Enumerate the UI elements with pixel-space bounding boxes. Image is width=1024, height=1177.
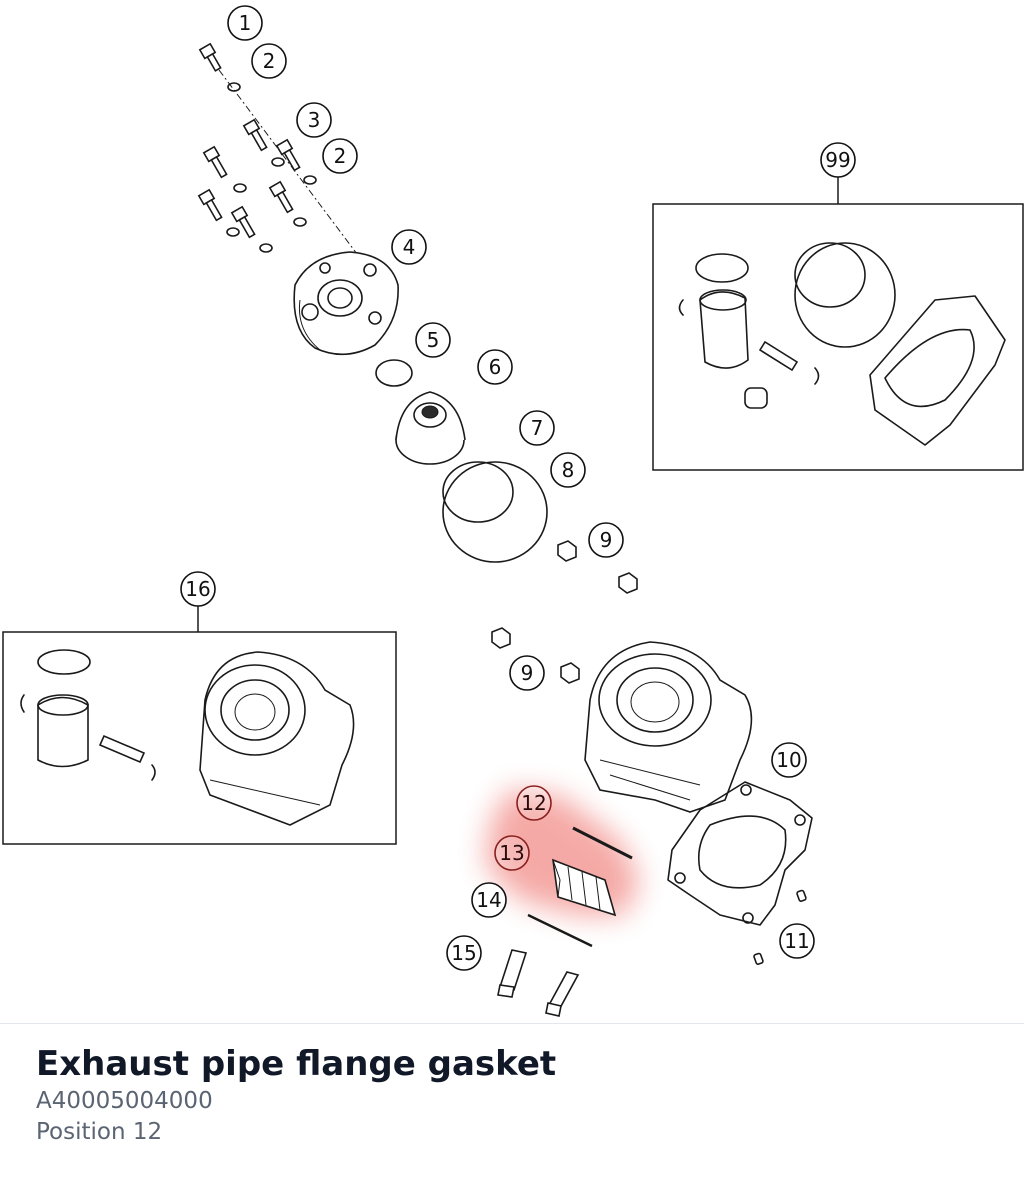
part-position: Position 12 — [36, 1119, 163, 1145]
callout-6[interactable]: 6 — [477, 349, 513, 385]
svg-text:11: 11 — [784, 929, 809, 953]
svg-text:1: 1 — [239, 11, 252, 35]
svg-text:99: 99 — [825, 148, 850, 172]
studs[interactable] — [497, 949, 580, 1017]
divider — [0, 1023, 1024, 1024]
callout-12[interactable]: 12 — [516, 785, 552, 821]
svg-text:14: 14 — [476, 888, 501, 912]
svg-text:7: 7 — [531, 416, 544, 440]
callout-16[interactable]: 16 — [180, 571, 216, 607]
callout-13[interactable]: 13 — [494, 835, 530, 871]
kit-box-16[interactable] — [2, 606, 397, 845]
washers[interactable] — [226, 82, 317, 253]
svg-text:4: 4 — [403, 235, 416, 259]
svg-text:13: 13 — [499, 841, 524, 865]
o-ring-large[interactable] — [442, 461, 548, 563]
exhaust-flange-gasket[interactable] — [572, 826, 633, 860]
callout-9a[interactable]: 9 — [588, 522, 624, 558]
cylinder-head[interactable] — [293, 251, 399, 356]
callout-7[interactable]: 7 — [519, 410, 555, 446]
exploded-parts-diagram: 1 2 3 2 4 5 6 7 8 9 9 10 11 12 13 14 15 … — [2, 5, 1024, 1017]
callout-11[interactable]: 11 — [779, 923, 815, 959]
nuts[interactable] — [491, 540, 638, 684]
svg-text:5: 5 — [427, 328, 440, 352]
exhaust-flange[interactable] — [552, 858, 617, 917]
callout-10[interactable]: 10 — [771, 742, 807, 778]
combustion-chamber-insert[interactable] — [395, 391, 466, 465]
kit-box-99[interactable] — [652, 177, 1024, 471]
exhaust-rod[interactable] — [527, 913, 593, 948]
callout-2a[interactable]: 2 — [251, 43, 287, 79]
callout-4[interactable]: 4 — [391, 229, 427, 265]
callout-99[interactable]: 99 — [820, 142, 856, 178]
svg-text:16: 16 — [185, 577, 210, 601]
part-number: A40005004000 — [36, 1088, 213, 1114]
part-title: Exhaust pipe flange gasket — [36, 1044, 557, 1084]
callout-5[interactable]: 5 — [415, 322, 451, 358]
cylinder-base-gasket[interactable] — [667, 781, 813, 926]
dowel-pins[interactable] — [753, 889, 807, 965]
svg-text:3: 3 — [308, 108, 321, 132]
svg-text:10: 10 — [776, 748, 801, 772]
callout-1[interactable]: 1 — [227, 5, 263, 41]
cylinder[interactable] — [584, 641, 753, 813]
svg-text:15: 15 — [451, 941, 476, 965]
svg-text:8: 8 — [562, 458, 575, 482]
callout-15[interactable]: 15 — [446, 935, 482, 971]
svg-text:12: 12 — [521, 791, 546, 815]
o-ring-small[interactable] — [442, 461, 514, 523]
callout-9b[interactable]: 9 — [509, 655, 545, 691]
svg-text:9: 9 — [521, 661, 534, 685]
svg-text:2: 2 — [263, 49, 276, 73]
callout-8[interactable]: 8 — [550, 452, 586, 488]
svg-text:6: 6 — [489, 355, 502, 379]
callout-3[interactable]: 3 — [296, 102, 332, 138]
cylinder-head-bolts[interactable] — [197, 42, 302, 239]
o-ring[interactable] — [375, 359, 413, 387]
callout-14[interactable]: 14 — [471, 882, 507, 918]
svg-text:9: 9 — [600, 528, 613, 552]
svg-text:2: 2 — [334, 144, 347, 168]
part-info-panel: Exhaust pipe flange gasket A40005004000 … — [36, 1042, 556, 1148]
callout-2b[interactable]: 2 — [322, 138, 358, 174]
